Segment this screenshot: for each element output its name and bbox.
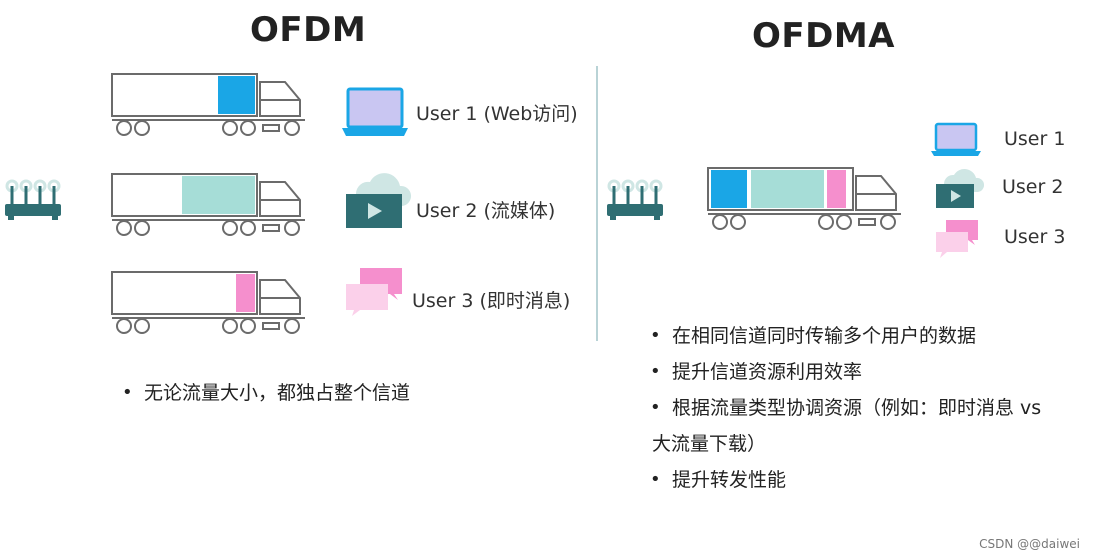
truck-user2	[111, 173, 305, 236]
ofdma-title: OFDMA	[752, 16, 895, 56]
truck-shared	[707, 167, 901, 230]
streaming-cloud-icon	[346, 173, 412, 228]
ofdm-bullet-list: 无论流量大小，都独占整个信道	[120, 375, 410, 411]
ofdma-bullet-list: 在相同信道同时传输多个用户的数据 提升信道资源利用效率 根据流量类型协调资源（例…	[648, 318, 1041, 498]
laptop-icon	[342, 87, 408, 136]
ofdm-user2-label: User 2 (流媒体)	[416, 200, 556, 222]
watermark-credit: CSDN @@daiwei	[979, 537, 1080, 551]
chat-bubbles-icon	[346, 268, 402, 316]
ofdma-bullet-continuation: 大流量下载）	[652, 433, 767, 455]
ofdm-user1-label: User 1 (Web访问)	[416, 103, 578, 125]
ofdma-user3-label: User 3	[1004, 226, 1066, 248]
truck-user3	[111, 271, 305, 334]
ofdm-title: OFDM	[250, 10, 367, 50]
ofdm-user3-label: User 3 (即时消息)	[412, 290, 571, 312]
streaming-cloud-icon	[936, 169, 984, 208]
router-icon	[607, 179, 663, 220]
ofdma-user1-label: User 1	[1004, 128, 1066, 150]
ofdma-bullet: 提升信道资源利用效率	[648, 354, 1041, 390]
section-divider	[596, 66, 598, 341]
ofdma-bullet: 在相同信道同时传输多个用户的数据	[648, 318, 1041, 354]
laptop-icon	[931, 122, 981, 156]
ofdma-bullet: 根据流量类型协调资源（例如：即时消息 vs	[648, 390, 1041, 426]
ofdma-user2-label: User 2	[1002, 176, 1064, 198]
ofdma-bullet: 提升转发性能	[648, 462, 1041, 498]
chat-bubbles-icon	[936, 220, 978, 258]
ofdm-bullet: 无论流量大小，都独占整个信道	[120, 375, 410, 411]
router-icon	[5, 179, 61, 220]
truck-user1	[111, 73, 305, 136]
